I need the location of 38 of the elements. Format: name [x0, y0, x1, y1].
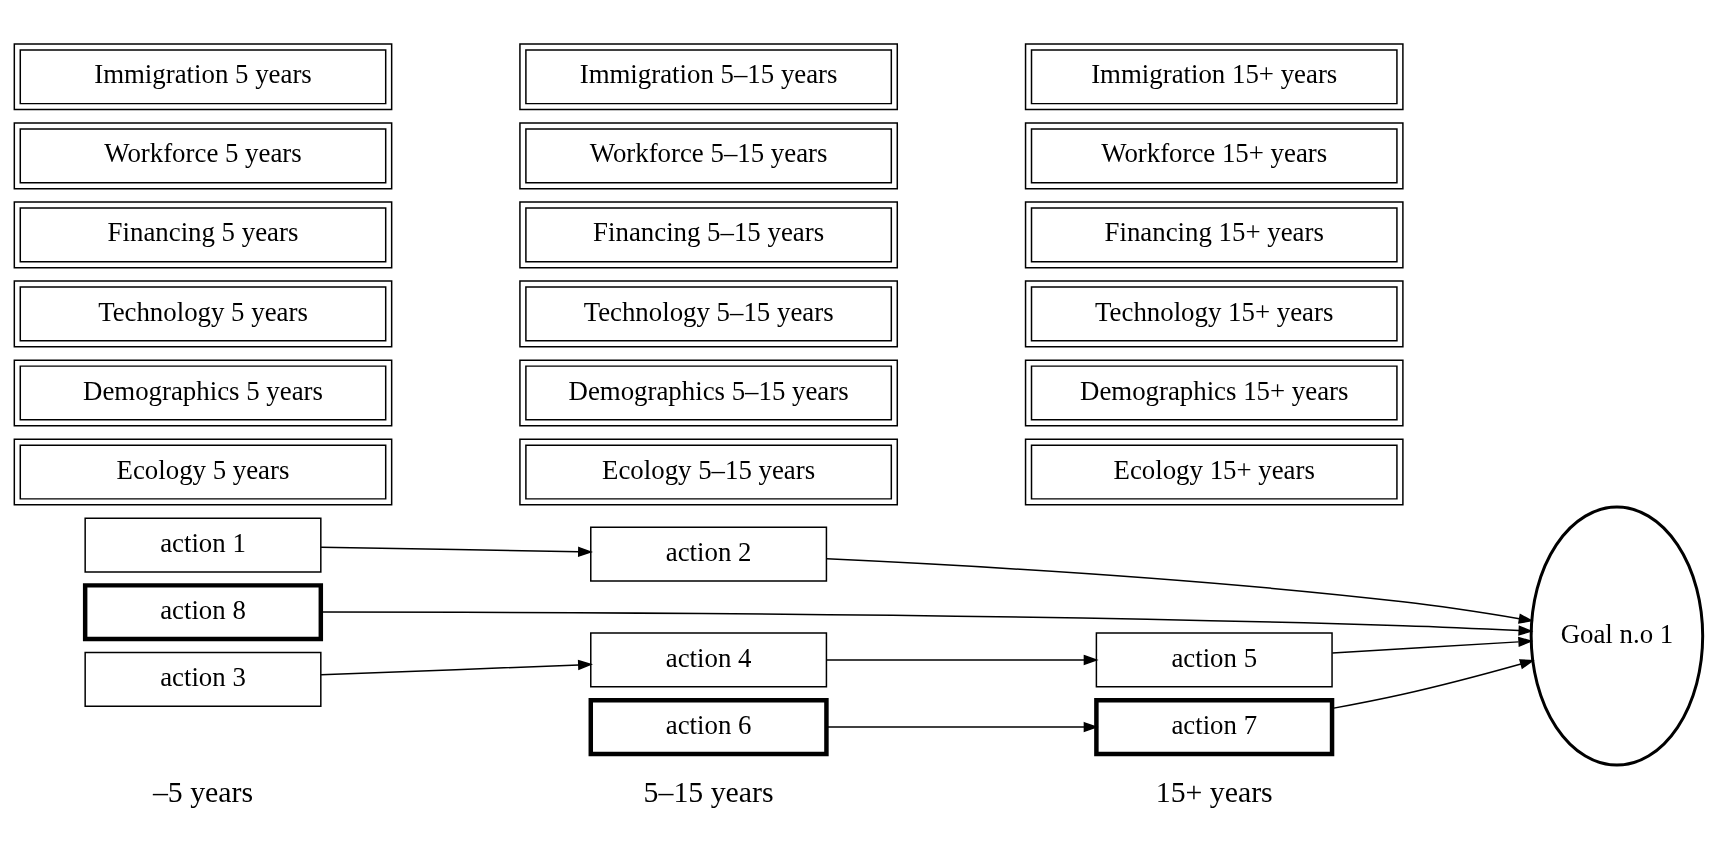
- node-box: action 1: [84, 517, 322, 573]
- arrow: [826, 558, 1534, 624]
- node-box: Technology 15+ years: [1024, 280, 1404, 348]
- node-box: action 6: [588, 698, 829, 757]
- node-box: Demographics 5 years: [13, 359, 393, 427]
- node-box: Ecology 5 years: [13, 438, 393, 506]
- node-box: Ecology 15+ years: [1024, 438, 1404, 506]
- label: 15+ years: [1155, 774, 1273, 808]
- node-box: action 4: [590, 632, 828, 688]
- node-ellipse: Goal n.o 1: [1529, 505, 1705, 767]
- arrow: [825, 654, 1099, 666]
- node-box: Demographics 15+ years: [1024, 359, 1404, 427]
- node-box: Financing 5–15 years: [519, 201, 899, 269]
- arrow: [320, 659, 593, 676]
- node-box: action 8: [82, 583, 324, 642]
- node-box: Technology 5–15 years: [519, 280, 899, 348]
- node-box: Ecology 5–15 years: [519, 438, 899, 506]
- node-box: Technology 5 years: [13, 280, 393, 348]
- arrow: [1331, 636, 1534, 654]
- node-box: action 7: [1094, 698, 1335, 757]
- arrow: [320, 611, 1534, 636]
- node-box: action 5: [1095, 632, 1333, 688]
- node-box: Demographics 5–15 years: [519, 359, 899, 427]
- label: –5 years: [152, 774, 254, 808]
- node-box: Financing 5 years: [13, 201, 393, 269]
- arrow: [320, 546, 593, 557]
- node-box: Financing 15+ years: [1024, 201, 1404, 269]
- node-box: Workforce 5–15 years: [519, 122, 899, 190]
- node-box: Workforce 5 years: [13, 122, 393, 190]
- arrow: [825, 721, 1099, 733]
- node-box: Workforce 15+ years: [1024, 122, 1404, 190]
- label: 5–15 years: [643, 774, 774, 808]
- arrow: [1331, 659, 1535, 710]
- node-box: action 3: [84, 651, 322, 707]
- node-box: action 2: [590, 526, 828, 582]
- node-box: Immigration 5 years: [13, 43, 393, 111]
- node-box: Immigration 15+ years: [1024, 43, 1404, 111]
- node-box: Immigration 5–15 years: [519, 43, 899, 111]
